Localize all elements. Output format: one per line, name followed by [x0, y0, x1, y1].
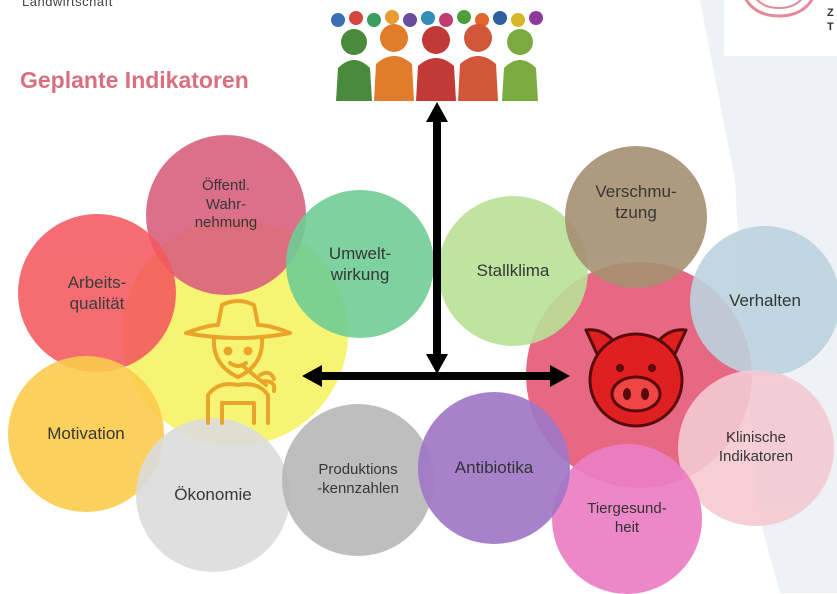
farmer-icon: [184, 299, 292, 425]
bubble-stallklima: Stallklima: [438, 196, 588, 346]
bubble-label: Tiergesund- heit: [587, 500, 667, 536]
page-title: Geplante Indikatoren: [20, 67, 249, 93]
bubble-label: Produktions -kennzahlen: [317, 461, 399, 497]
bubble-label: Motivation: [47, 424, 125, 444]
bubble-label: Ökonomie: [174, 485, 252, 505]
bubble-umweltwirkung: Umwelt- wirkung: [286, 190, 434, 338]
bubble-antibiotika: Antibiotika: [418, 392, 570, 544]
bubble-label: Klinische Indikatoren: [718, 429, 794, 465]
bubble-label: Verschmu- tzung: [595, 181, 677, 222]
bubble-label: Antibiotika: [454, 458, 534, 478]
bubble-oekonomie: Ökonomie: [136, 418, 290, 572]
bubble-label: Stallklima: [476, 261, 550, 281]
bubble-arbeitsqualitaet: Arbeits- qualität: [18, 214, 176, 372]
bubble-motivation: Motivation: [8, 356, 164, 512]
bubble-oeffentliche-wahrnehmung: Öffentl. Wahr- nehmung: [146, 135, 306, 295]
bubble-tiergesundheit: Tiergesund- heit: [552, 444, 702, 594]
logo-line-2: T: [827, 21, 834, 33]
bubble-label: Verhalten: [729, 291, 801, 311]
bubble-klinische-indikatoren: Klinische Indikatoren: [678, 370, 834, 526]
bubble-label: Arbeits- qualität: [67, 272, 127, 313]
bubble-verschmutzung: Verschmu- tzung: [565, 146, 707, 288]
logo-line-1: Z: [827, 7, 834, 19]
bubble-label: Umwelt- wirkung: [328, 243, 392, 284]
bubble-verhalten: Verhalten: [690, 226, 837, 376]
bubble-label: Öffentl. Wahr- nehmung: [194, 176, 258, 232]
logo-text: Z T: [827, 6, 834, 34]
pig-icon: [584, 328, 688, 428]
bubble-produktionskennzahlen: Produktions -kennzahlen: [282, 404, 434, 556]
organization-name: Landwirtschaft: [22, 0, 113, 9]
institution-logo: [724, 0, 837, 56]
crowd-illustration: [328, 8, 546, 101]
